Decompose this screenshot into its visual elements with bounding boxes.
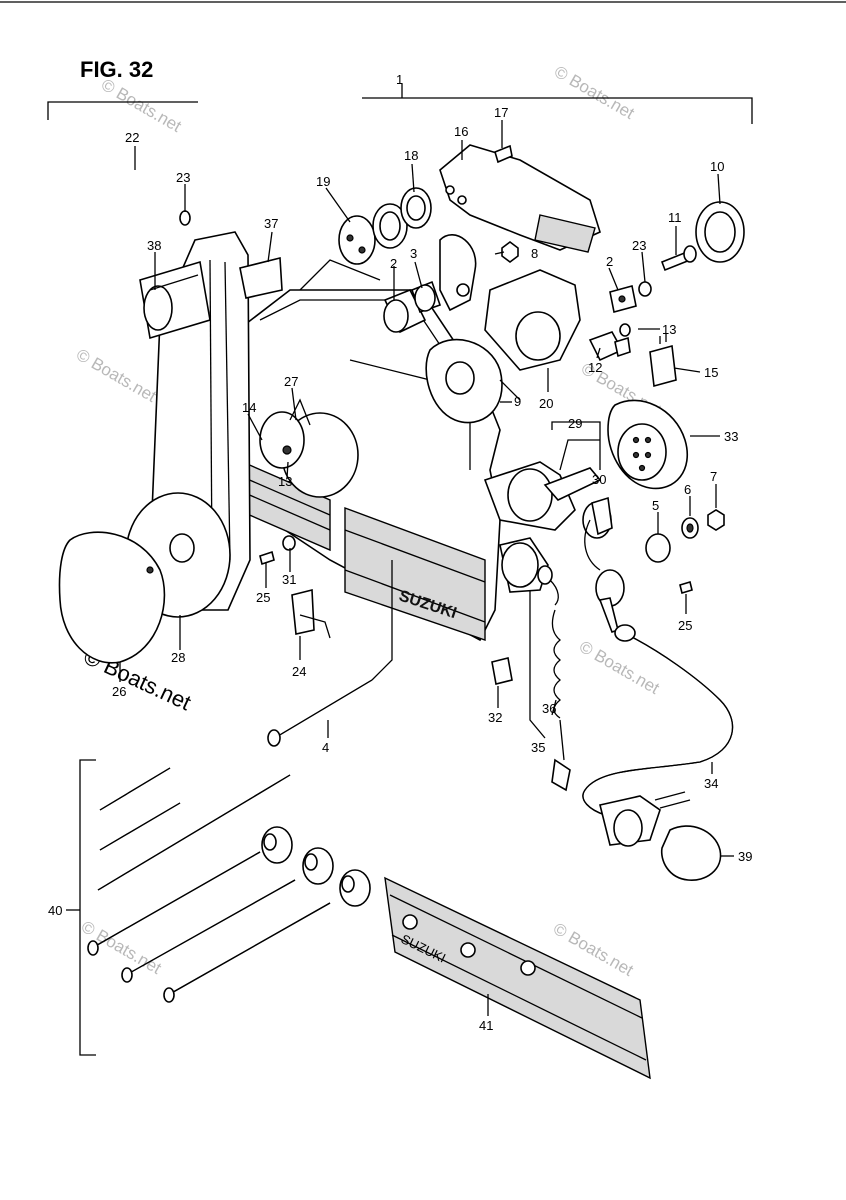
part-label-35: 35 bbox=[531, 740, 545, 755]
part-label-40: 40 bbox=[48, 903, 62, 918]
bushings-and-washers bbox=[338, 187, 442, 334]
figure-title: FIG. 32 bbox=[80, 57, 153, 82]
small-fasteners bbox=[179, 144, 697, 297]
hub-cover bbox=[58, 492, 231, 664]
part-label-13: 13 bbox=[662, 322, 676, 337]
part-label-15: 15 bbox=[704, 365, 718, 380]
part-labels: 1 22 23 38 37 19 18 16 17 10 11 23 2 3 8… bbox=[48, 72, 752, 1033]
wiring-harness bbox=[582, 624, 734, 881]
warning-buzzer bbox=[607, 399, 689, 490]
watermark: © Boats.net bbox=[551, 62, 638, 123]
part-label-27: 27 bbox=[284, 374, 298, 389]
watermark: © Boats.net bbox=[576, 637, 663, 698]
part-label-8: 8 bbox=[531, 246, 538, 261]
part-label-23: 23 bbox=[632, 238, 646, 253]
part-label-2: 2 bbox=[390, 256, 397, 271]
emergency-stop-switch bbox=[499, 537, 571, 792]
part-label-12: 12 bbox=[588, 360, 602, 375]
part-label-22: 22 bbox=[125, 130, 139, 145]
cable-ties-kit bbox=[79, 759, 371, 1056]
part-label-9: 9 bbox=[514, 394, 521, 409]
leader-lines bbox=[66, 120, 734, 1016]
part-label-14: 14 bbox=[242, 400, 256, 415]
part-label-13: 13 bbox=[278, 474, 292, 489]
part-label-1: 1 bbox=[396, 72, 403, 87]
switch-components bbox=[588, 285, 677, 388]
part-label-38: 38 bbox=[147, 238, 161, 253]
part-label-23: 23 bbox=[176, 170, 190, 185]
throttle-linkage bbox=[425, 144, 601, 424]
part-label-7: 7 bbox=[710, 469, 717, 484]
watermark: © Boats.net bbox=[73, 345, 160, 406]
part-label-25: 25 bbox=[256, 590, 270, 605]
ring-10 bbox=[695, 201, 745, 263]
part-label-4: 4 bbox=[322, 740, 329, 755]
part-label-11: 11 bbox=[668, 210, 682, 225]
part-label-37: 37 bbox=[264, 216, 278, 231]
part-label-3: 3 bbox=[410, 246, 417, 261]
part-label-39: 39 bbox=[738, 849, 752, 864]
part-label-34: 34 bbox=[704, 776, 718, 791]
part-label-29: 29 bbox=[568, 416, 582, 431]
main-key-switch bbox=[483, 439, 625, 634]
part-label-31: 31 bbox=[282, 572, 296, 587]
part-label-25: 25 bbox=[678, 618, 692, 633]
small-parts-misc bbox=[259, 535, 693, 685]
part-label-20: 20 bbox=[539, 396, 553, 411]
part-label-19: 19 bbox=[316, 174, 330, 189]
part-label-17: 17 bbox=[494, 105, 508, 120]
assembly-bracket-1 bbox=[47, 84, 753, 124]
spacers bbox=[645, 509, 725, 563]
part-label-28: 28 bbox=[171, 650, 185, 665]
part-label-32: 32 bbox=[488, 710, 502, 725]
part-label-36: 36 bbox=[542, 701, 556, 716]
part-label-26: 26 bbox=[112, 684, 126, 699]
part-label-18: 18 bbox=[404, 148, 418, 163]
cam-gear-27 bbox=[259, 398, 359, 498]
part-label-24: 24 bbox=[292, 664, 306, 679]
part-label-41: 41 bbox=[479, 1018, 493, 1033]
watermark: © Boats.net bbox=[98, 75, 185, 136]
part-label-30: 30 bbox=[592, 472, 606, 487]
brand-plate-41: SUZUKI bbox=[384, 876, 651, 1080]
part-label-33: 33 bbox=[724, 429, 738, 444]
part-label-6: 6 bbox=[684, 482, 691, 497]
part-label-16: 16 bbox=[454, 124, 468, 139]
part-label-2: 2 bbox=[606, 254, 613, 269]
part-label-5: 5 bbox=[652, 498, 659, 513]
long-screw-4 bbox=[267, 679, 373, 747]
part-label-10: 10 bbox=[710, 159, 724, 174]
